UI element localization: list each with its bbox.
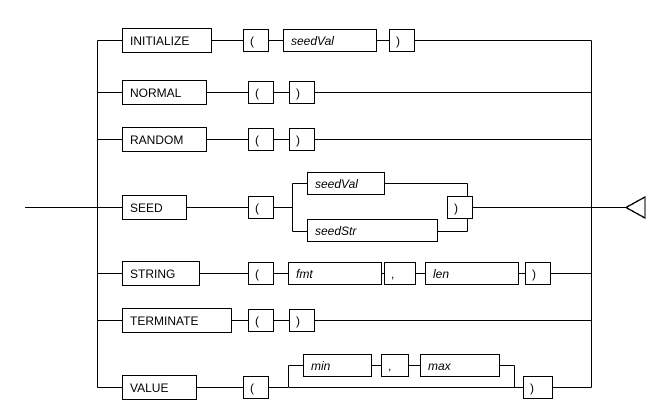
string-close-paren[interactable]: ) — [525, 262, 551, 285]
exit-arrow-head — [624, 195, 646, 220]
normal-open-paren[interactable]: ( — [248, 81, 274, 104]
value-arg-max[interactable]: max — [420, 354, 500, 377]
keyword-value[interactable]: VALUE — [122, 375, 197, 400]
random-close-paren[interactable]: ) — [289, 128, 315, 151]
seed-arg-seedstr[interactable]: seedStr — [307, 219, 438, 242]
initialize-arg-seedval[interactable]: seedVal — [283, 29, 377, 52]
value-arg-min[interactable]: min — [303, 354, 372, 377]
terminate-close-paren[interactable]: ) — [289, 309, 315, 332]
keyword-seed[interactable]: SEED — [122, 195, 187, 220]
string-arg-len[interactable]: len — [425, 262, 519, 285]
string-arg-fmt[interactable]: fmt — [288, 262, 382, 285]
initialize-open-paren[interactable]: ( — [243, 29, 269, 52]
keyword-string[interactable]: STRING — [122, 261, 200, 286]
terminate-open-paren[interactable]: ( — [248, 309, 274, 332]
keyword-random[interactable]: RANDOM — [122, 127, 207, 152]
seed-close-paren[interactable]: ) — [447, 196, 473, 219]
keyword-normal[interactable]: NORMAL — [122, 80, 207, 105]
seed-open-paren[interactable]: ( — [248, 196, 274, 219]
value-open-paren[interactable]: ( — [243, 376, 269, 399]
string-comma[interactable]: , — [384, 262, 416, 285]
value-close-paren[interactable]: ) — [523, 376, 553, 399]
keyword-initialize[interactable]: INITIALIZE — [122, 28, 212, 53]
normal-close-paren[interactable]: ) — [289, 81, 315, 104]
initialize-close-paren[interactable]: ) — [389, 29, 415, 52]
keyword-terminate[interactable]: TERMINATE — [122, 308, 232, 333]
random-open-paren[interactable]: ( — [248, 128, 274, 151]
seed-arg-seedval[interactable]: seedVal — [307, 172, 385, 195]
value-comma[interactable]: , — [381, 354, 409, 377]
string-open-paren[interactable]: ( — [248, 262, 274, 285]
